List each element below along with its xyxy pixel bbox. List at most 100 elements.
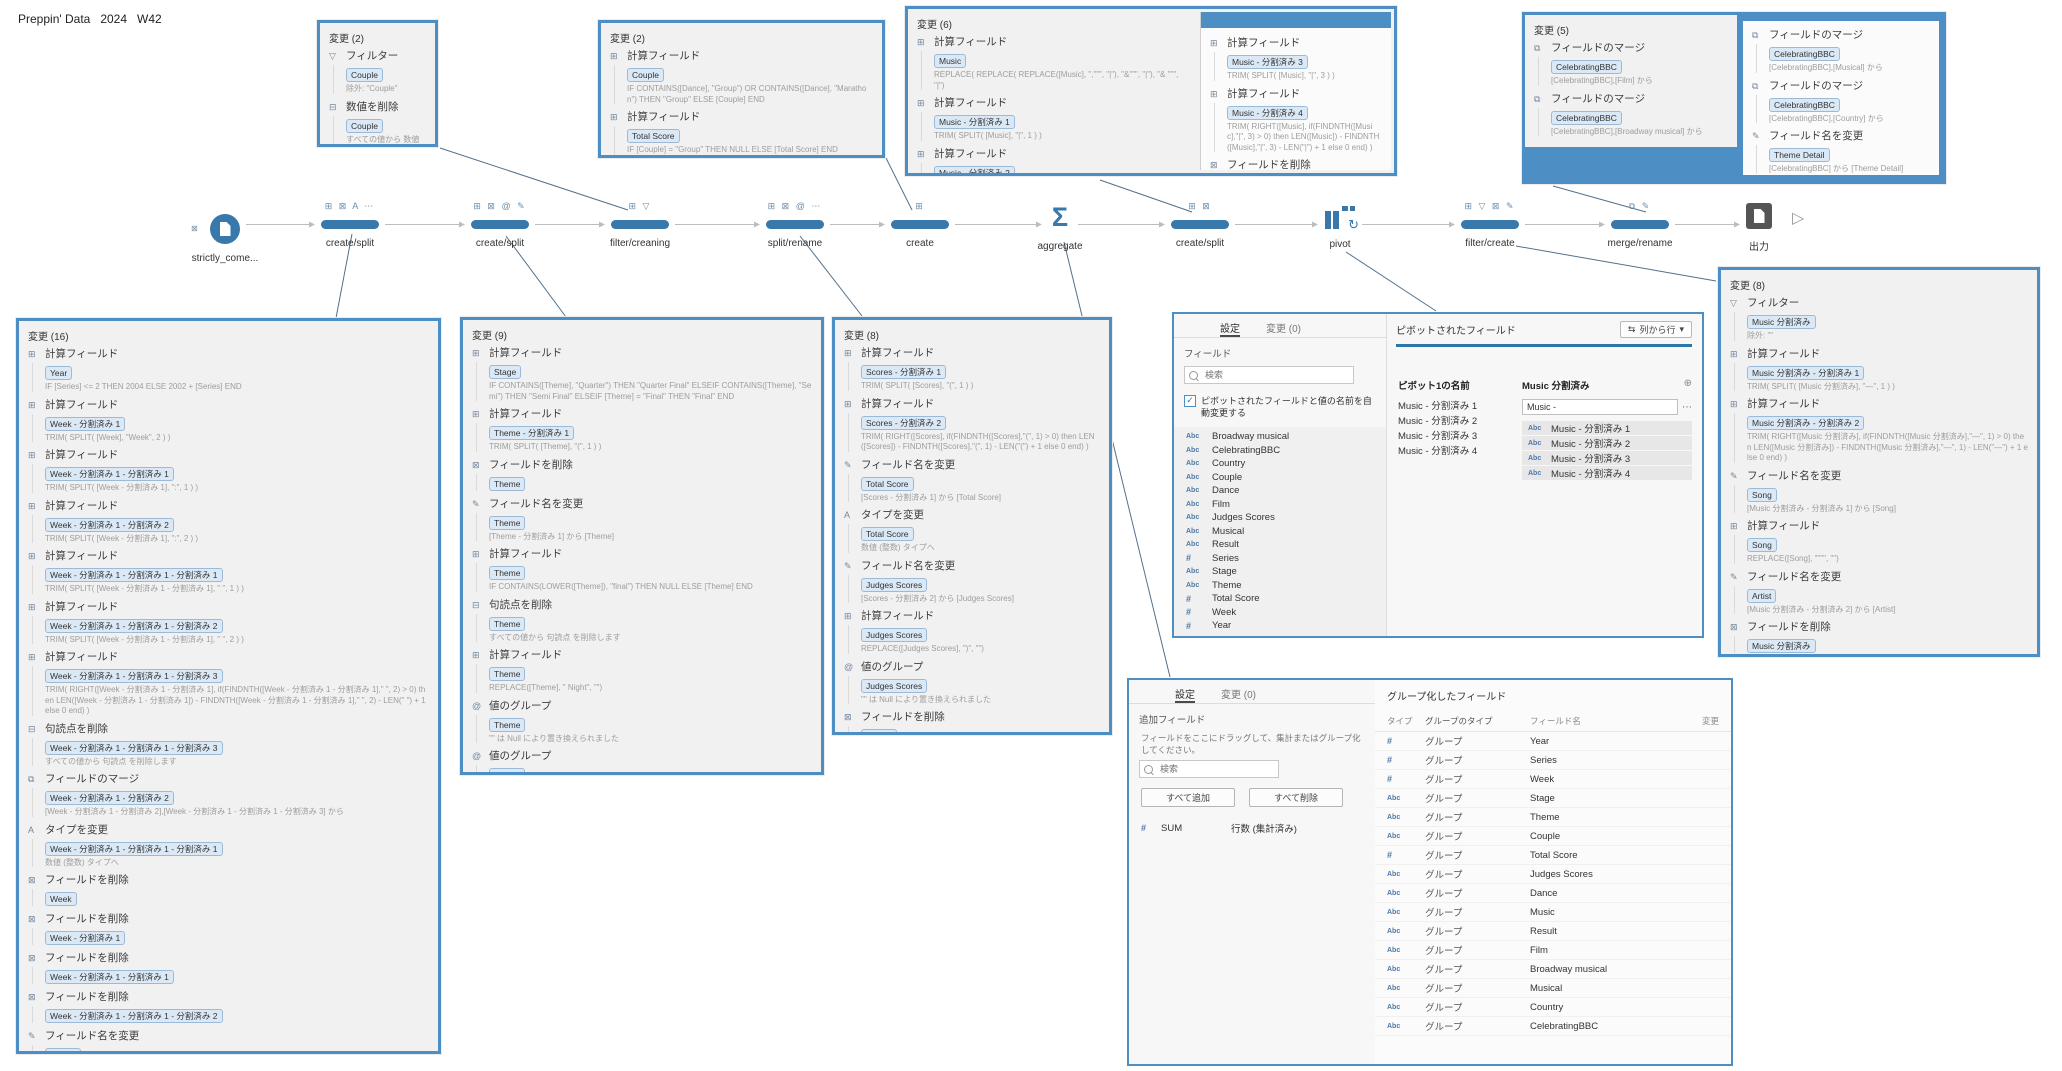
- field-chip[interactable]: Theme: [489, 515, 526, 530]
- pivot-icon[interactable]: ↻: [1322, 203, 1359, 232]
- field-chip[interactable]: Couple: [346, 68, 383, 82]
- field-chip[interactable]: Week - 分割済み 1: [45, 416, 126, 431]
- search-input[interactable]: [1158, 763, 1274, 775]
- field-chip[interactable]: Judges Scores: [861, 577, 928, 592]
- pivot-value-filter-input[interactable]: [1522, 399, 1678, 415]
- field-chip[interactable]: Theme - 分割済み 1: [489, 426, 575, 440]
- field-chip[interactable]: Theme: [489, 717, 526, 732]
- tab-settings[interactable]: 設定: [1175, 686, 1195, 703]
- run-flow-button[interactable]: ▷: [1792, 210, 1805, 227]
- aggregate-sigma-icon[interactable]: Σ: [1051, 202, 1069, 232]
- flow-node--[interactable]: 出力: [1699, 200, 1819, 262]
- field-chip[interactable]: Scores: [861, 729, 898, 732]
- field-chip[interactable]: Theme: [489, 566, 526, 580]
- field-chip[interactable]: CelebratingBBC: [1551, 110, 1622, 125]
- field-chip[interactable]: Song: [1747, 538, 1777, 552]
- field-chip[interactable]: Week - 分割済み 1 - 分割済み 2: [45, 517, 174, 532]
- add-all-button[interactable]: すべて追加: [1141, 788, 1235, 807]
- flow-node-strictly-come-[interactable]: ⊠strictly_come...: [165, 200, 285, 264]
- input-node-icon[interactable]: [210, 214, 240, 244]
- field-chip[interactable]: Scores - 分割済み 2: [861, 415, 947, 430]
- field-chip[interactable]: Total Score: [861, 476, 914, 491]
- aggregated-row[interactable]: # SUM 行数 (集計済み): [1129, 807, 1375, 849]
- step-node-bar[interactable]: [321, 220, 379, 229]
- field-chip[interactable]: Theme: [489, 667, 526, 681]
- step-node-bar[interactable]: [1611, 220, 1669, 229]
- add-pivot-value-icon[interactable]: ⊕: [1683, 378, 1692, 389]
- step-node-bar[interactable]: [1461, 220, 1519, 229]
- step-node-bar[interactable]: [611, 220, 669, 229]
- field-chip[interactable]: Total Score: [627, 129, 680, 143]
- flow-node-create-split[interactable]: ⊞ ⊠create/split: [1140, 200, 1260, 262]
- step-node-bar[interactable]: [471, 220, 529, 229]
- step-node-bar[interactable]: [766, 220, 824, 229]
- field-chip[interactable]: Music - 分割済み 3: [1227, 55, 1308, 69]
- auto-rename-checkbox[interactable]: ✓ ピボットされたフィールドと値の名前を自動変更する: [1174, 386, 1386, 421]
- field-chip[interactable]: Judges Scores: [861, 678, 928, 693]
- field-chip[interactable]: Scores - 分割済み 1: [861, 365, 947, 379]
- field-chip[interactable]: Week: [45, 892, 77, 906]
- field-chip[interactable]: Week - 分割済み 1 - 分割済み 1 - 分割済み 3: [45, 669, 223, 683]
- field-chip[interactable]: Music 分割済み - 分割済み 2: [1747, 416, 1865, 430]
- flow-node-create-split[interactable]: ⊞ ⊠ A ⋯create/split: [290, 200, 410, 262]
- flow-node-filter-create[interactable]: ⊞ ▽ ⊠ ✎filter/create: [1430, 200, 1550, 262]
- field-chip[interactable]: Theme: [489, 476, 526, 491]
- field-chip[interactable]: Music: [934, 54, 967, 68]
- field-chip[interactable]: Week - 分割済み 1 - 分割済み 1 - 分割済み 2: [45, 618, 223, 633]
- flow-node-merge-rename[interactable]: ⧉ ✎merge/rename: [1580, 200, 1700, 262]
- field-chip[interactable]: Couple: [627, 68, 664, 82]
- search-box[interactable]: [1139, 760, 1279, 778]
- tab-changes[interactable]: 変更 (0): [1266, 324, 1301, 335]
- field-chip[interactable]: Music - 分割済み 2: [934, 165, 1015, 173]
- field-chip[interactable]: Couple: [346, 118, 383, 133]
- search-box[interactable]: [1184, 366, 1354, 384]
- field-chip[interactable]: CelebratingBBC: [1551, 60, 1622, 74]
- step-node-bar[interactable]: [891, 220, 949, 229]
- remove-all-button[interactable]: すべて削除: [1249, 788, 1343, 807]
